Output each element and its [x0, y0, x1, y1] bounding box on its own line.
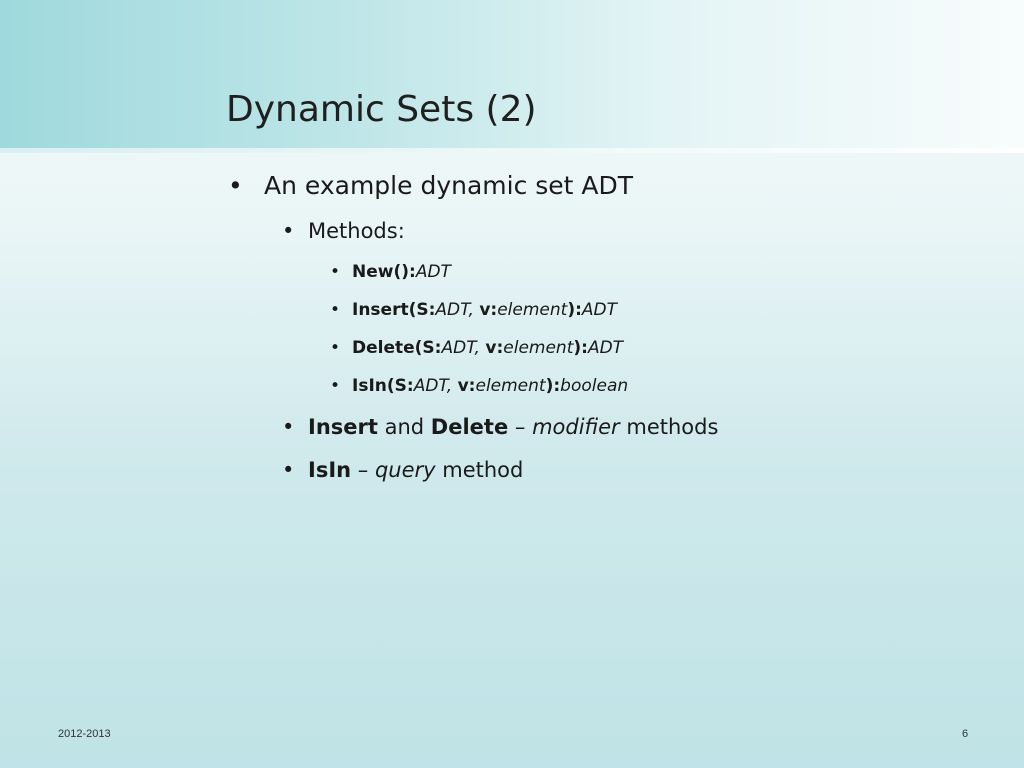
title-band — [0, 0, 1024, 148]
method-item-insert: • Insert(S:ADT, v:element):ADT — [330, 298, 617, 322]
keyword-insert: Insert — [308, 415, 378, 439]
method-item-delete: • Delete(S:ADT, v:element):ADT — [330, 336, 623, 360]
param-type: ADT, — [413, 376, 453, 396]
text-query: query — [374, 458, 436, 482]
text-methods: methods — [626, 415, 719, 439]
bullet-text: Methods: — [308, 219, 405, 243]
text-dash: – — [357, 458, 369, 482]
text-modifier: modifier — [532, 415, 620, 439]
bullet-level2-methods: • Methods: — [282, 217, 405, 245]
method-return-type: boolean — [560, 376, 629, 396]
method-item-isin: • IsIn(S:ADT, v:element):boolean — [330, 374, 628, 398]
bullet-level2-query-method: • IsIn – query method — [282, 456, 523, 484]
method-return-type: ADT — [581, 300, 617, 320]
method-return-type: ADT — [415, 262, 451, 282]
param-name: v: — [479, 300, 498, 320]
bullet-dot: • — [330, 376, 341, 396]
param-type: ADT, — [441, 338, 480, 358]
keyword-isin: IsIn — [308, 458, 352, 482]
method-name: Insert(S: — [352, 300, 436, 320]
param-type: element — [503, 338, 574, 358]
param-name: v: — [485, 338, 504, 358]
method-item-new: • New():ADT — [330, 260, 451, 284]
method-name: IsIn(S: — [352, 376, 414, 396]
bullet-dot: • — [282, 219, 295, 243]
param-type: element — [497, 300, 568, 320]
bullet-dot: • — [228, 171, 243, 200]
method-close: ): — [573, 338, 588, 358]
footer-page-number: 6 — [962, 728, 969, 740]
slide-title: Dynamic Sets (2) — [226, 89, 537, 130]
param-name: v: — [457, 376, 476, 396]
text-and: and — [384, 415, 425, 439]
method-close: ): — [545, 376, 561, 396]
method-name: New(): — [352, 262, 416, 282]
method-close: ): — [567, 300, 582, 320]
bullet-dot: • — [282, 458, 295, 482]
footer-date: 2012-2013 — [58, 728, 111, 740]
method-name: Delete(S: — [352, 338, 442, 358]
method-return-type: ADT — [587, 338, 624, 358]
bullet-level1-example-adt: • An example dynamic set ADT — [228, 170, 633, 202]
bullet-dot: • — [330, 338, 341, 358]
param-type: ADT, — [435, 300, 474, 320]
text-dash: – — [514, 415, 526, 439]
bullet-dot: • — [282, 415, 295, 439]
bullet-dot: • — [330, 262, 341, 282]
text-method: method — [442, 458, 524, 482]
keyword-delete: Delete — [430, 415, 509, 439]
bullet-dot: • — [330, 300, 341, 320]
bullet-level2-modifier-methods: • Insert and Delete – modifier methods — [282, 413, 718, 441]
param-type: element — [475, 376, 546, 396]
title-band-divider — [0, 148, 1024, 153]
bullet-text: An example dynamic set ADT — [264, 171, 634, 200]
